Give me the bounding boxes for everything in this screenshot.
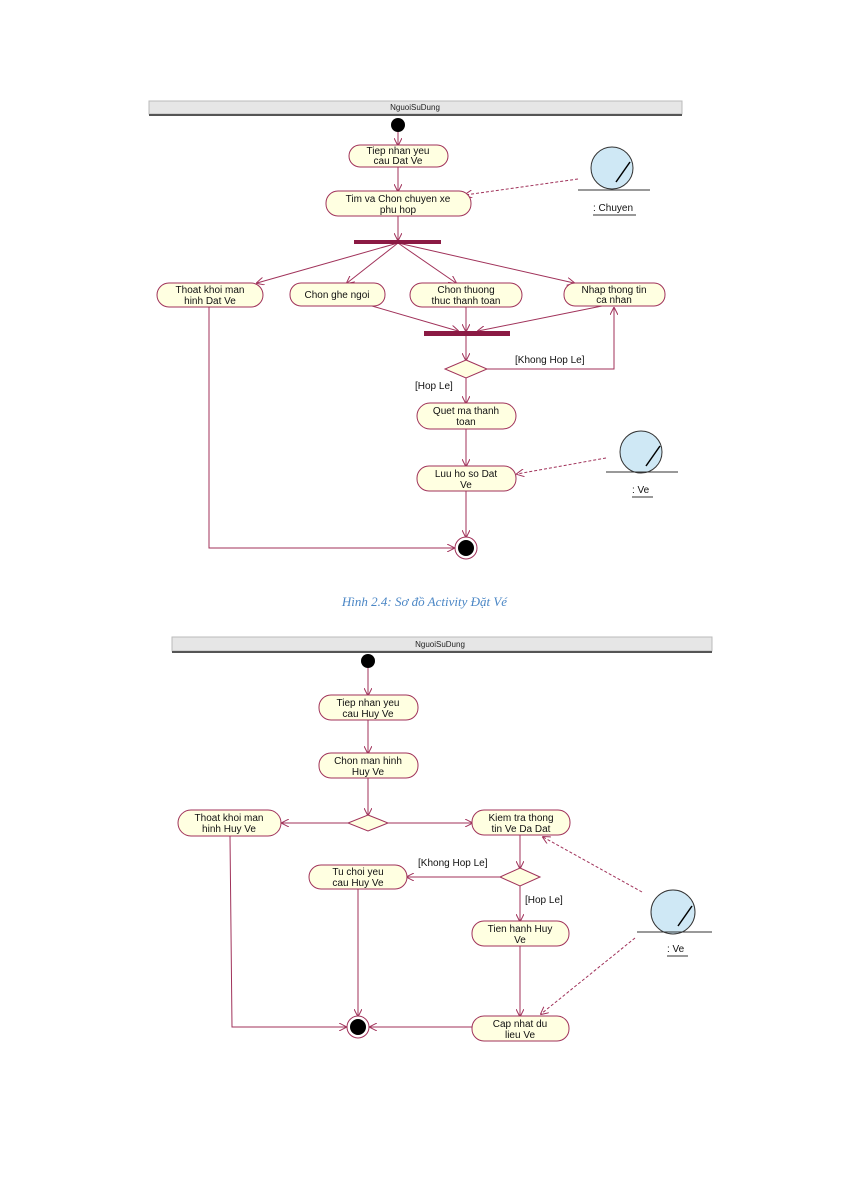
svg-text:Ve: Ve xyxy=(514,935,526,946)
svg-text:Chon ghe ngoi: Chon ghe ngoi xyxy=(304,290,369,301)
svg-text:: Ve: : Ve xyxy=(667,944,685,955)
svg-text:phu hop: phu hop xyxy=(380,205,417,216)
activity-chon-man-hinh: Chon man hinh Huy Ve xyxy=(318,752,419,779)
guard-hop-le: [Hop Le] xyxy=(525,895,563,906)
end-node xyxy=(454,536,478,560)
svg-text:lieu Ve: lieu Ve xyxy=(505,1030,535,1041)
svg-text:ca nhan: ca nhan xyxy=(596,295,632,306)
svg-text:Ve: Ve xyxy=(460,480,472,491)
svg-text:Chon thuong: Chon thuong xyxy=(437,285,494,296)
svg-text:Tim va Chon chuyen xe: Tim va Chon chuyen xe xyxy=(346,194,451,205)
activity-quet-ma: Quet ma thanh toan xyxy=(416,402,517,430)
svg-text:Tiep nhan yeu: Tiep nhan yeu xyxy=(336,698,399,709)
object-ve-icon: : Ve xyxy=(606,430,678,498)
svg-text:Cap nhat du: Cap nhat du xyxy=(493,1019,548,1030)
svg-text:Kiem tra thong: Kiem tra thong xyxy=(488,813,553,824)
svg-text:: Chuyen: : Chuyen xyxy=(593,203,633,214)
object-ve-icon: : Ve xyxy=(637,889,712,957)
figure-caption: Hình 2.4: Sơ đồ Activity Đặt Vé xyxy=(341,594,508,609)
svg-text:toan: toan xyxy=(456,417,475,428)
activity-tu-choi: Tu choi yeu cau Huy Ve xyxy=(308,864,408,890)
guard-khong-hop-le: [Khong Hop Le] xyxy=(418,858,488,869)
join-bar xyxy=(424,331,510,336)
activity-luu-ho-so: Luu ho so Dat Ve xyxy=(416,465,517,492)
activity-kiem-tra: Kiem tra thong tin Ve Da Dat xyxy=(471,809,571,836)
diagram-huy-ve: NguoiSuDung Tiep nhan yeu cau Huy Ve xyxy=(171,636,713,1042)
diagram-dat-ve: NguoiSuDung xyxy=(148,100,683,560)
end-node xyxy=(346,1015,370,1039)
svg-text:cau Dat Ve: cau Dat Ve xyxy=(374,156,423,167)
svg-text:Luu ho so Dat: Luu ho so Dat xyxy=(435,469,497,480)
flow-edges xyxy=(208,132,614,548)
svg-text:thuc thanh toan: thuc thanh toan xyxy=(432,296,501,307)
decision-node xyxy=(346,814,390,832)
svg-text:Quet ma thanh: Quet ma thanh xyxy=(433,406,499,417)
activity-tiep-nhan-huy-ve: Tiep nhan yeu cau Huy Ve xyxy=(318,694,419,721)
activity-tiep-nhan-dat-ve: Tiep nhan yeu cau Dat Ve xyxy=(348,144,449,168)
svg-text:cau Huy Ve: cau Huy Ve xyxy=(342,709,394,720)
activity-chon-thanh-toan: Chon thuong thuc thanh toan xyxy=(409,282,523,308)
flow-edges xyxy=(229,668,520,1027)
svg-text:hinh Huy Ve: hinh Huy Ve xyxy=(202,824,256,835)
activity-tien-hanh: Tien hanh Huy Ve xyxy=(471,920,570,947)
guard-khong-hop-le: [Khong Hop Le] xyxy=(515,355,585,366)
svg-text:Tiep nhan yeu: Tiep nhan yeu xyxy=(366,146,429,157)
start-node xyxy=(391,118,405,132)
svg-text:Tien hanh Huy: Tien hanh Huy xyxy=(488,924,553,935)
svg-text:tin Ve Da Dat: tin Ve Da Dat xyxy=(492,824,551,835)
start-node xyxy=(361,654,375,668)
svg-text:hinh Dat Ve: hinh Dat Ve xyxy=(184,296,236,307)
guard-hop-le: [Hop Le] xyxy=(415,381,453,392)
activity-chon-ghe: Chon ghe ngoi xyxy=(289,282,386,307)
lane-title: NguoiSuDung xyxy=(390,103,440,112)
activity-tim-chon-chuyen: Tim va Chon chuyen xe phu hop xyxy=(325,190,472,217)
svg-text:Thoat khoi man: Thoat khoi man xyxy=(176,285,245,296)
activity-thoat-dat-ve: Thoat khoi man hinh Dat Ve xyxy=(156,282,264,308)
svg-text:Chon man hinh: Chon man hinh xyxy=(334,756,402,767)
svg-text:cau Huy Ve: cau Huy Ve xyxy=(332,878,384,889)
svg-text:Tu choi yeu: Tu choi yeu xyxy=(332,867,383,878)
object-chuyen-icon: : Chuyen xyxy=(578,146,650,216)
decision-node xyxy=(443,359,489,379)
svg-text:Nhap thong tin: Nhap thong tin xyxy=(581,285,646,296)
activity-nhap-thong-tin: Nhap thong tin ca nhan xyxy=(563,282,666,307)
svg-text:Huy Ve: Huy Ve xyxy=(352,767,385,778)
svg-text:Thoat khoi man: Thoat khoi man xyxy=(195,813,264,824)
activity-thoat-huy-ve: Thoat khoi man hinh Huy Ve xyxy=(177,809,282,837)
svg-text:: Ve: : Ve xyxy=(632,485,650,496)
fork-bar xyxy=(354,240,441,244)
decision-node xyxy=(498,867,542,887)
activity-cap-nhat: Cap nhat du lieu Ve xyxy=(471,1015,570,1042)
lane-title: NguoiSuDung xyxy=(415,640,465,649)
